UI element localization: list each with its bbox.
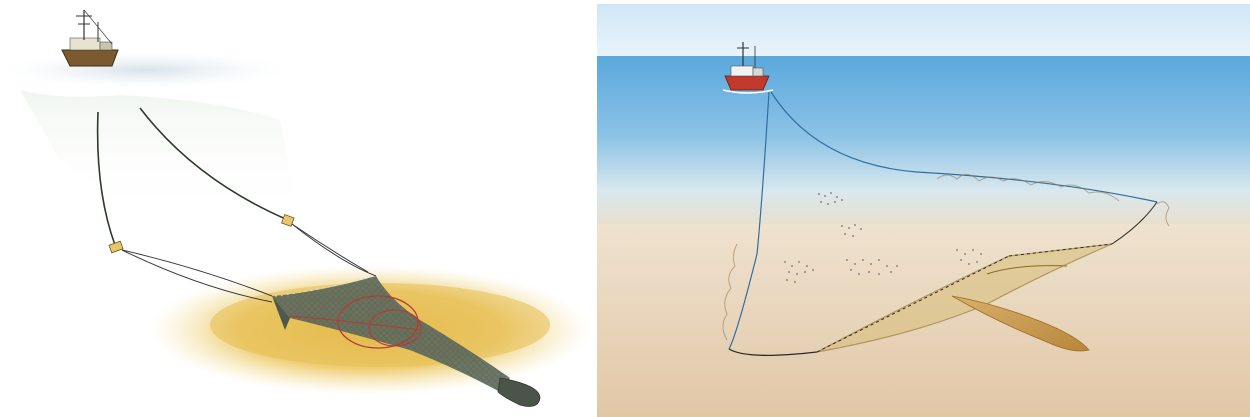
trawler-boat [62,10,118,66]
danish-seine-svg [597,4,1250,417]
sky [597,4,1250,56]
bottom-trawl-illustration [0,0,600,417]
bottom-trawl-svg [0,0,600,417]
otter-board-left [109,241,123,253]
danish-seine-illustration [597,4,1250,417]
sea-surface [5,52,285,88]
bridle-right-1 [292,224,368,272]
water-column [20,90,300,220]
